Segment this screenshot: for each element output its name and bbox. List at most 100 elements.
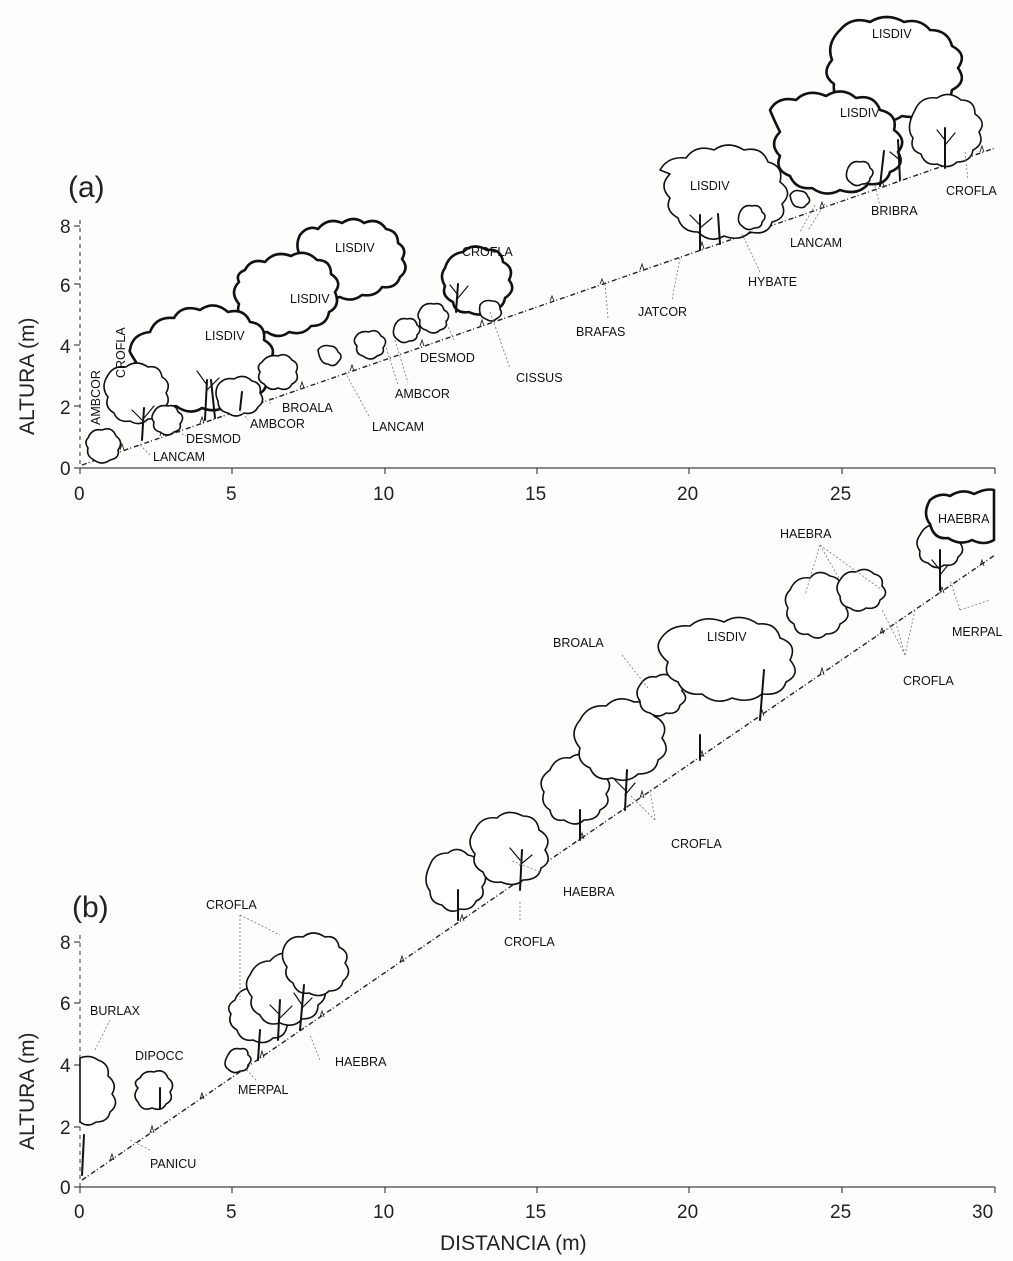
panel-a-x-tick-10: 10	[373, 484, 394, 505]
panel-a-crown-lancam-2	[317, 344, 342, 367]
panel-b-y-tick-4: 4	[60, 1056, 71, 1077]
panel-b: (b) 0 2 4 6 8 ALTURA (m) 0 5	[16, 488, 1003, 1255]
panel-b-y-axis-title: ALTURA (m)	[16, 1033, 39, 1150]
panel-b-label-haebra-top: HAEBRA	[938, 512, 990, 526]
panel-a-y-tick-6: 6	[60, 276, 71, 297]
panel-b-crown-merpal-1	[224, 1047, 252, 1074]
panel-b-label-haebra-low: HAEBRA	[335, 1055, 387, 1069]
panel-b-label-merpal-right: MERPAL	[952, 625, 1003, 639]
panel-a-label-cissus: CISSUS	[516, 371, 563, 385]
panel-b-label: (b)	[72, 891, 109, 924]
panel-a-label-ambcor-2: AMBCOR	[250, 417, 305, 431]
panel-a-label-crofla-1: CROFLA	[462, 245, 513, 259]
panel-b-crown-haebra-4	[784, 571, 850, 639]
panel-a-crown-desmod-1	[151, 404, 184, 436]
panel-b-y-tick-0: 0	[60, 1178, 71, 1199]
panel-a-twigs	[131, 129, 956, 421]
panel-b-y-tick-8: 8	[60, 933, 71, 954]
panel-a-leader-lines	[139, 151, 969, 456]
panel-b-x-tick-20: 20	[677, 1202, 698, 1223]
panel-b-y-tick-2: 2	[60, 1118, 71, 1139]
panel-a-crown-desmod-2	[417, 302, 450, 334]
panel-a-label-lancam-3: LANCAM	[790, 236, 842, 250]
panel-a: (a) 0 2 4 6 8 ALTURA (m) 0 5	[16, 15, 997, 505]
panel-b-label-haebra-upper: HAEBRA	[780, 527, 832, 541]
panel-b-label-broala: BROALA	[553, 636, 604, 650]
panel-a-crown-cissus	[478, 299, 503, 322]
panel-a-label-desmod-2: DESMOD	[420, 351, 475, 365]
panel-b-x-tick-0: 0	[74, 1202, 85, 1223]
panel-a-crown-lancam-3	[789, 189, 811, 209]
panel-b-crown-lisdiv	[657, 616, 796, 702]
panel-b-leader-lines	[94, 544, 991, 1151]
panel-a-label-lancam-2: LANCAM	[372, 420, 424, 434]
panel-a-crown-ambcor-1	[85, 428, 122, 464]
panel-b-label-lisdiv: LISDIV	[707, 630, 747, 644]
panel-b-x-ticks: 0 5 10 15 20 25 30	[74, 1187, 996, 1223]
panel-a-crown-ambcor-2	[257, 353, 299, 391]
panel-a-x-tick-0: 0	[74, 484, 85, 505]
panel-b-crown-haebra-7	[924, 488, 996, 545]
panel-a-label-lancam-1: LANCAM	[153, 450, 205, 464]
panel-a-label-ambcor-3: AMBCOR	[395, 387, 450, 401]
panel-a-y-ticks: 0 2 4 6 8	[60, 217, 80, 480]
panel-b-crown-haebra-3	[469, 811, 549, 886]
panel-a-crown-crofla-1	[440, 245, 514, 316]
panel-a-crown-lancam-1	[392, 317, 421, 344]
panel-a-label-lisdiv-right: LISDIV	[840, 106, 880, 120]
panel-b-label-burlax: BURLAX	[90, 1004, 141, 1018]
panel-a-label-lisdiv-mid: LISDIV	[690, 179, 730, 193]
panel-b-label-merpal-left: MERPAL	[238, 1083, 289, 1097]
panel-a-label-brafas: BRAFAS	[576, 325, 625, 339]
panel-a-crown-lisdiv-2	[232, 251, 340, 338]
panel-a-label-lisdiv-3: LISDIV	[205, 329, 245, 343]
panel-a-y-tick-8: 8	[60, 217, 71, 238]
panel-b-label-crofla-left: CROFLA	[206, 898, 257, 912]
panel-b-label-crofla-mid: CROFLA	[671, 837, 722, 851]
panel-b-crown-dipocc	[134, 1070, 174, 1111]
panel-b-crown-burlax	[79, 1055, 117, 1126]
panel-a-label-bribra: BRIBRA	[871, 204, 918, 218]
panel-a-label-lisdiv-2: LISDIV	[290, 292, 330, 306]
panel-a-y-tick-2: 2	[60, 398, 71, 419]
panel-a-y-tick-4: 4	[60, 337, 71, 358]
panel-a-label-crofla-2: CROFLA	[114, 327, 128, 378]
panel-b-x-tick-30: 30	[972, 1202, 993, 1223]
panel-a-label-hybate: HYBATE	[748, 275, 797, 289]
panel-b-label-dipocc: DIPOCC	[135, 1049, 184, 1063]
panel-b-y-tick-6: 6	[60, 994, 71, 1015]
panel-b-crown-crofla-2	[425, 848, 487, 913]
panel-a-x-tick-5: 5	[226, 484, 237, 505]
panel-b-crown-crofla-4	[573, 698, 667, 782]
panel-a-trunks	[141, 127, 946, 441]
panel-b-twigs	[269, 559, 949, 1019]
panel-b-y-ticks: 0 2 4 6 8	[60, 933, 80, 1199]
panel-b-x-tick-15: 15	[525, 1202, 546, 1223]
panel-a-x-tick-15: 15	[525, 484, 546, 505]
panel-a-crown-ambcor-3	[353, 329, 387, 360]
panel-a-y-tick-0: 0	[60, 459, 71, 480]
panel-b-label-crofla-right: CROFLA	[903, 674, 954, 688]
panel-b-label-crofla-low: CROFLA	[504, 935, 555, 949]
panel-a-x-tick-25: 25	[830, 484, 851, 505]
panel-a-y-axis-title: ALTURA (m)	[16, 318, 39, 435]
panel-b-x-tick-10: 10	[373, 1202, 394, 1223]
panel-a-crown-hybate	[737, 204, 766, 231]
panel-b-crown-broala	[636, 673, 687, 717]
panel-a-label-ambcor-1: AMBCOR	[89, 370, 103, 425]
panel-b-x-tick-25: 25	[830, 1202, 851, 1223]
panel-a-label-lisdiv-1: LISDIV	[335, 241, 375, 255]
panel-a-label: (a)	[68, 171, 105, 204]
panel-a-label-crofla-3: CROFLA	[946, 184, 997, 198]
panel-a-x-ticks: 0 5 10 15 20 25	[74, 468, 996, 505]
panel-a-crown-broala	[215, 375, 264, 417]
panel-a-label-lisdiv-top: LISDIV	[872, 27, 912, 41]
panel-a-x-tick-20: 20	[677, 484, 698, 505]
panel-b-crown-haebra-2	[281, 932, 350, 997]
panel-b-label-haebra-mid: HAEBRA	[563, 885, 615, 899]
panel-b-label-panicu: PANICU	[150, 1157, 196, 1171]
panel-a-label-jatcor: JATCOR	[638, 305, 687, 319]
panel-a-crown-bribra	[845, 160, 874, 187]
panel-a-label-broala: BROALA	[282, 401, 333, 415]
